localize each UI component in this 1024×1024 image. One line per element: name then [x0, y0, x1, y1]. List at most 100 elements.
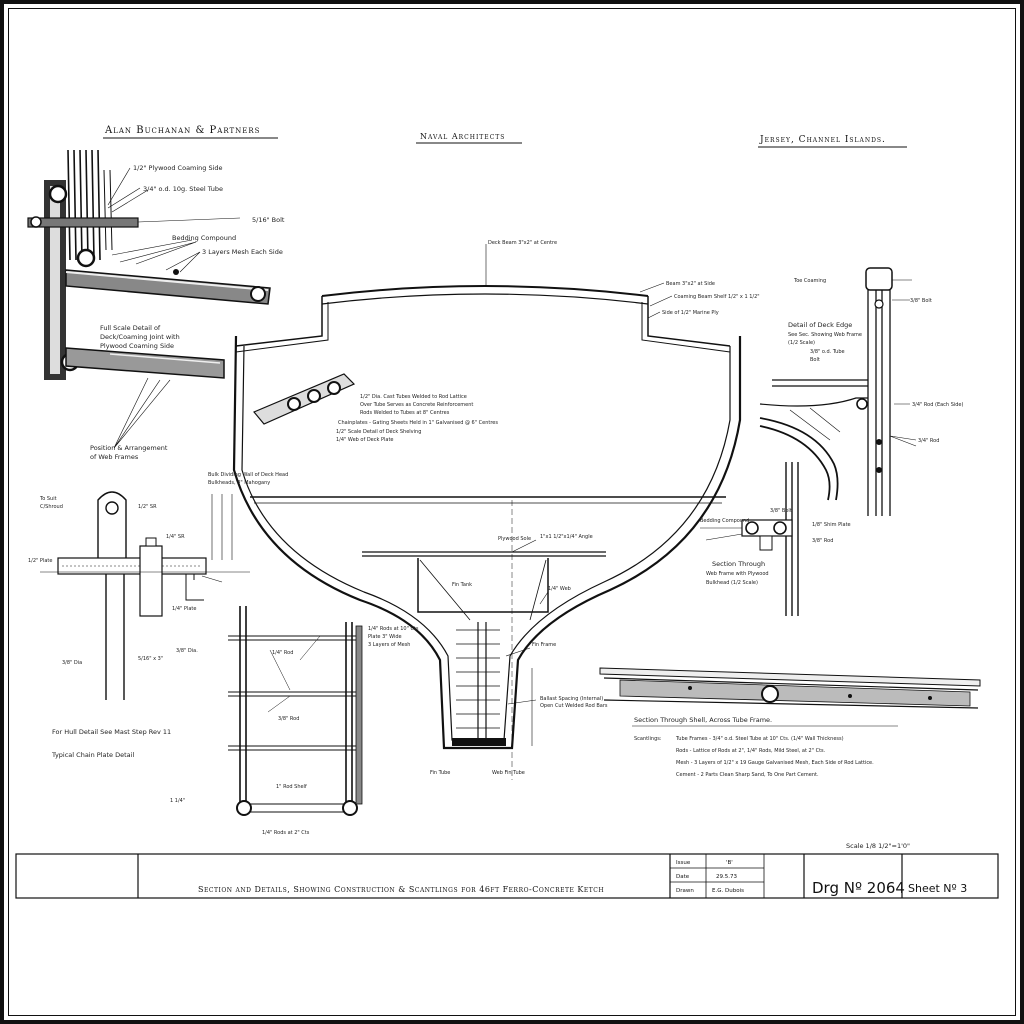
note-ballast-2: Open Cut Welded Rod Bars	[540, 703, 608, 709]
note-deck-beam: Deck Beam 3"x2" at Centre	[488, 240, 557, 246]
drawn-value: E.G. Dubois	[712, 888, 744, 894]
caption-2: Typical Chain Plate Detail	[51, 751, 134, 759]
note-stringer-4: Chainplates - Gating Sheets Held in 1" G…	[338, 420, 498, 426]
note-ballast-1: Ballast Spacing (Internal)	[540, 696, 603, 702]
detail-bottom-2: of Web Frames	[90, 453, 139, 461]
title-block: Section and Details, Showing Constructio…	[15, 853, 999, 899]
note-stringer-5: 1/2" Scale Detail of Deck Shelving	[336, 429, 421, 435]
header: Alan Buchanan & Partners Naval Architect…	[103, 125, 907, 148]
detail-label-2: Deck/Coaming Joint with	[100, 333, 180, 341]
deck-coaming-joint-detail: 1/2" Plywood Coaming Side 3/4" o.d. 10g.…	[27, 149, 285, 461]
date-value: 29.5.73	[716, 874, 737, 880]
web-frame-detail: 1/4" Rods at 10" Cts Plate 3" Wide 3 Lay…	[170, 606, 419, 836]
firm-name: Alan Buchanan & Partners	[104, 125, 260, 136]
note-stringer-2: Over Tube Serves as Concrete Reinforceme…	[360, 402, 473, 408]
note-deck-bolt: Bolt	[810, 357, 820, 363]
scantling-rods: Rods - Lattice of Rods at 2", 1/4" Rods,…	[676, 748, 826, 754]
note-ply: Side of 1/2" Marine Ply	[662, 310, 719, 316]
chain-plate-detail: To Suit C/Shroud 1/2" SR 1/4" SR 1/2" Pl…	[28, 491, 250, 759]
stringer-detail	[253, 373, 356, 425]
note-rods-cts: 1/4" Rods at 10" Cts	[368, 626, 419, 632]
note-rods-2in: 1/4" Rods at 2" Cts	[262, 830, 310, 836]
note-tank: Fin Tank	[452, 582, 472, 588]
dim-5: 5/16" x 3"	[138, 656, 163, 662]
title-section-1: Section Through	[712, 560, 765, 568]
hull-section: Deck Beam 3"x2" at Centre Beam 3"x2" at …	[208, 240, 760, 780]
note-stringer-3: Rods Welded to Tubes at 8" Centres	[360, 410, 450, 416]
note-rod-each: 3/4" Rod (Each Side)	[912, 402, 964, 408]
caption-1: For Hull Detail See Mast Step Rev 11	[52, 728, 171, 736]
note-plywood-coaming: 1/2" Plywood Coaming Side	[133, 164, 223, 172]
scantling-cement: Cement - 2 Parts Clean Sharp Sand, To On…	[676, 772, 819, 778]
title-section-3: Bulkhead (1/2 Scale)	[706, 580, 758, 586]
deck-edge-detail: Toe Coaming 3/8" Bolt Detail of Deck Edg…	[759, 267, 964, 516]
date-label: Date	[676, 874, 690, 880]
note-stringer-1: 1/2" Dia. Cast Tubes Welded to Rod Latti…	[360, 394, 467, 400]
note-fin-tube-left: Fin Tube	[430, 770, 450, 776]
note-fin-frame: Fin Frame	[532, 642, 556, 648]
title-deck-edge-2: See Sec. Showing Web Frame	[788, 332, 862, 338]
note-bolt-dia: 3/8" Dia.	[176, 648, 198, 654]
scantling-tube-frames: Tube Frames - 3/4" o.d. Steel Tube at 10…	[675, 736, 844, 742]
note-beam-clamp: Beam 3"x2" at Side	[666, 281, 715, 287]
dim-3: 1/2" Plate	[28, 558, 52, 564]
note-bolt-38: 3/8" Bolt	[910, 298, 932, 304]
note-shim: 1/8" Shim Plate	[812, 522, 851, 528]
note-plywood-sole: Plywood Sole	[498, 536, 531, 542]
web-bulkhead-section: 3/8" Bolt Bedding Compound 1/8" Shim Pla…	[700, 462, 851, 616]
dim-web: 1 1/4"	[170, 798, 185, 804]
sheet-number: Sheet Nº 3	[908, 882, 967, 895]
note-mesh: 3 Layers Mesh Each Side	[202, 248, 283, 256]
issue-value: 'B'	[726, 860, 733, 866]
note-web: 1/4" Web	[548, 586, 571, 592]
note-sec-bedding: Bedding Compound	[700, 518, 749, 524]
note-tube: 3/8" o.d. Tube	[810, 349, 845, 355]
note-sec-rod: 3/8" Rod	[812, 538, 833, 544]
note-layers: 3 Layers of Mesh	[368, 642, 410, 648]
note-bolt: 5/16" Bolt	[252, 216, 285, 224]
note-floor-1: Bulk Dividing Wall of Deck Head	[208, 472, 288, 478]
note-bedding: Bedding Compound	[172, 234, 236, 242]
scale-note: Scale 1/8 1/2"=1'0"	[846, 842, 910, 850]
note-rod-shelf: 1" Rod Shelf	[276, 784, 307, 790]
scantlings-label: Scantlings:	[634, 736, 662, 742]
shell-title: Section Through Shell, Across Tube Frame…	[634, 716, 772, 724]
drawn-label: Drawn	[676, 888, 694, 894]
drawing-number: Drg Nº 2064	[812, 879, 905, 897]
detail-label-3: Plywood Coaming Side	[100, 342, 174, 350]
hull-outer-shell	[232, 335, 742, 750]
drawing-title: Section and Details, Showing Constructio…	[198, 885, 604, 894]
profession: Naval Architects	[420, 132, 505, 141]
fin-ribs	[452, 622, 506, 746]
title-section-2: Web Frame with Plywood	[706, 571, 769, 577]
note-toe-coaming: Toe Coaming	[793, 278, 826, 284]
note-floor-2: Bulkheads, 4" Mahogany	[208, 480, 270, 486]
note-angle: 1"x1 1/2"x1/4" Angle	[540, 534, 593, 540]
note-to-suit: To Suit	[39, 496, 57, 502]
dim-6: 3/8" Dia	[62, 660, 82, 666]
dim-2: 1/4" SR	[166, 534, 185, 540]
detail-label-1: Full Scale Detail of	[100, 324, 161, 332]
shell-section: Section Through Shell, Across Tube Frame…	[599, 667, 981, 778]
note-quarter-rod: 1/4" Rod	[272, 650, 293, 656]
note-stringer-6: 1/4" Web of Deck Plate	[336, 437, 394, 443]
note-rod: 3/8" Rod	[278, 716, 299, 722]
note-shroud: C/Shroud	[40, 504, 63, 510]
note-fin-tube-right: Web Fin Tube	[492, 770, 525, 776]
title-deck-edge-scale: (1/2 Scale)	[788, 340, 815, 346]
note-rod-34: 3/4" Rod	[918, 438, 939, 444]
note-steel-tube: 3/4" o.d. 10g. Steel Tube	[143, 185, 223, 193]
scantling-mesh: Mesh - 3 Layers of 1/2" x 19 Gauge Galva…	[676, 760, 874, 766]
dim-4: 1/4" Plate	[172, 606, 196, 612]
issue-label: Issue	[676, 860, 691, 866]
note-plate-wide: Plate 3" Wide	[368, 634, 402, 640]
title-deck-edge-1: Detail of Deck Edge	[788, 321, 852, 329]
location: Jersey, Channel Islands.	[759, 135, 886, 145]
note-sec-bolt: 3/8" Bolt	[770, 508, 792, 514]
dim-1: 1/2" SR	[138, 504, 157, 510]
detail-bottom-1: Position & Arrangement	[90, 444, 168, 452]
inner-border	[8, 8, 1016, 1016]
note-coaming: Coaming Beam Shelf 1/2" x 1 1/2"	[674, 294, 760, 300]
